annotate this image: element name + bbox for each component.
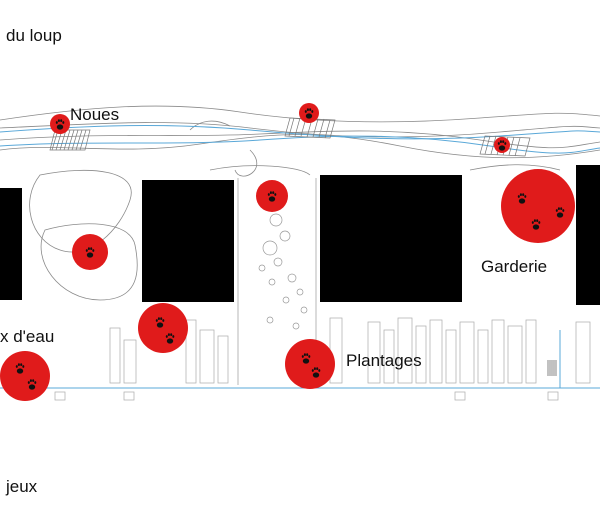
label-du-loup: du loup xyxy=(6,26,62,45)
label-noues: Noues xyxy=(70,105,119,124)
wolf-paw-icon xyxy=(0,351,50,401)
water-lines xyxy=(0,125,600,389)
label-plantages: Plantages xyxy=(346,351,422,370)
label-jeux-deau: x d'eau xyxy=(0,327,54,346)
building-left xyxy=(0,188,22,300)
buildings xyxy=(0,165,600,305)
wolf-paw-icon xyxy=(494,137,510,153)
wolf-paw-icon xyxy=(501,169,575,243)
wolf-paw-icon xyxy=(299,103,319,123)
label-garderie: Garderie xyxy=(481,257,547,276)
label-jeux: jeux xyxy=(5,477,38,496)
plantation-plots xyxy=(54,317,591,401)
building-center-left xyxy=(142,180,234,302)
wolf-paw-icon xyxy=(138,303,188,353)
building-center xyxy=(320,175,462,302)
wolf-paw-icon xyxy=(256,180,288,212)
wolf-paw-icon xyxy=(72,234,108,270)
building-right xyxy=(576,165,600,305)
wolf-paw-icon xyxy=(285,339,335,389)
wolf-paw-icon xyxy=(50,114,70,134)
wolf-paw-markers xyxy=(0,103,575,401)
barcode-detail xyxy=(547,360,557,376)
